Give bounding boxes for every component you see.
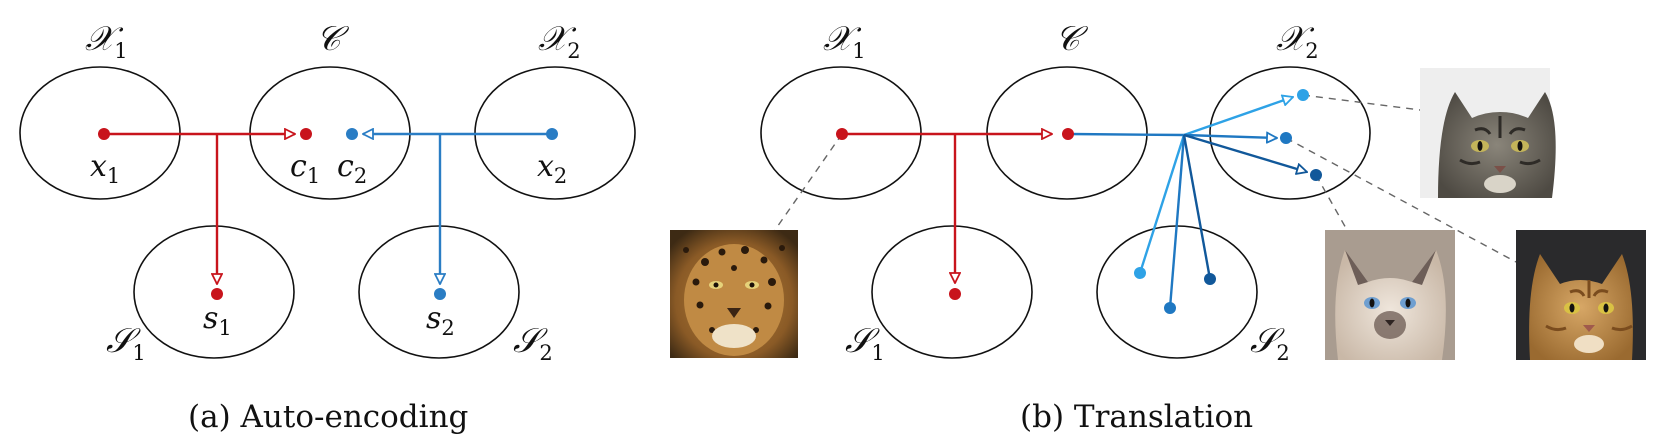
decode-light-arrow bbox=[1183, 97, 1293, 137]
set-label-x2: 𝒳2 bbox=[1276, 19, 1319, 63]
set-label-c: 𝒞 bbox=[316, 19, 350, 59]
style-light-line bbox=[1138, 134, 1186, 274]
set-label-s2: 𝒮2 bbox=[1250, 321, 1290, 365]
panel-b: 𝒳1 𝒞 𝒳2 𝒮1 𝒮2 bbox=[670, 19, 1646, 435]
point-s1 bbox=[949, 288, 961, 300]
point-style-dark bbox=[1204, 273, 1216, 285]
point-label-x1: x1 bbox=[90, 149, 120, 188]
dashed-connector-leopard bbox=[774, 133, 843, 231]
leopard-image bbox=[670, 230, 798, 358]
point-x2 bbox=[546, 128, 558, 140]
point-label-c2: c2 bbox=[337, 149, 367, 188]
point-label-x2: x2 bbox=[537, 149, 567, 188]
point-label-s1: s1 bbox=[203, 301, 232, 340]
point-output-dark bbox=[1310, 169, 1322, 181]
style-mid-line bbox=[1168, 134, 1186, 309]
decode-mid-arrow bbox=[1183, 135, 1277, 138]
point-label-s2: s2 bbox=[426, 301, 455, 340]
point-x1 bbox=[836, 128, 848, 140]
point-s1 bbox=[211, 288, 223, 300]
set-label-x1: 𝒳1 bbox=[85, 19, 128, 63]
set-s1-ellipse bbox=[871, 225, 1033, 359]
style-dark-line bbox=[1182, 134, 1212, 280]
point-output-light bbox=[1297, 89, 1309, 101]
set-x2-ellipse bbox=[1209, 66, 1371, 200]
dashed-connector-siamese bbox=[1315, 174, 1348, 231]
content-to-fan-line bbox=[1069, 132, 1185, 137]
point-c1 bbox=[300, 128, 312, 140]
set-label-x2: 𝒳2 bbox=[538, 19, 581, 63]
point-c2 bbox=[346, 128, 358, 140]
point-c1 bbox=[1062, 128, 1074, 140]
tabby-cat-image bbox=[1420, 68, 1556, 198]
set-s1-ellipse bbox=[133, 225, 295, 359]
set-label-s1: 𝒮1 bbox=[845, 321, 885, 365]
point-output-mid bbox=[1280, 132, 1292, 144]
panel-a: 𝒳1 𝒞 𝒳2 𝒮1 𝒮2 x1 c1 c2 x2 s1 s2 (a) Auto… bbox=[19, 19, 636, 435]
point-label-c1: c1 bbox=[290, 149, 320, 188]
caption-b: (b) Translation bbox=[1020, 399, 1253, 435]
point-s2 bbox=[434, 288, 446, 300]
siamese-cat-image bbox=[1325, 230, 1455, 360]
orange-cat-image bbox=[1516, 230, 1646, 360]
set-s2-ellipse bbox=[1096, 225, 1258, 359]
set-label-x1: 𝒳1 bbox=[823, 19, 866, 63]
point-style-light bbox=[1134, 267, 1146, 279]
set-label-s2: 𝒮2 bbox=[513, 321, 553, 365]
caption-a: (a) Auto-encoding bbox=[188, 399, 468, 435]
decode-dark-arrow bbox=[1183, 133, 1307, 172]
set-label-c: 𝒞 bbox=[1055, 19, 1089, 59]
point-x1 bbox=[98, 128, 110, 140]
dashed-connector-tabby bbox=[1302, 94, 1421, 111]
point-style-mid bbox=[1164, 302, 1176, 314]
dashed-connector-orange bbox=[1285, 137, 1517, 263]
set-label-s1: 𝒮1 bbox=[106, 321, 146, 365]
